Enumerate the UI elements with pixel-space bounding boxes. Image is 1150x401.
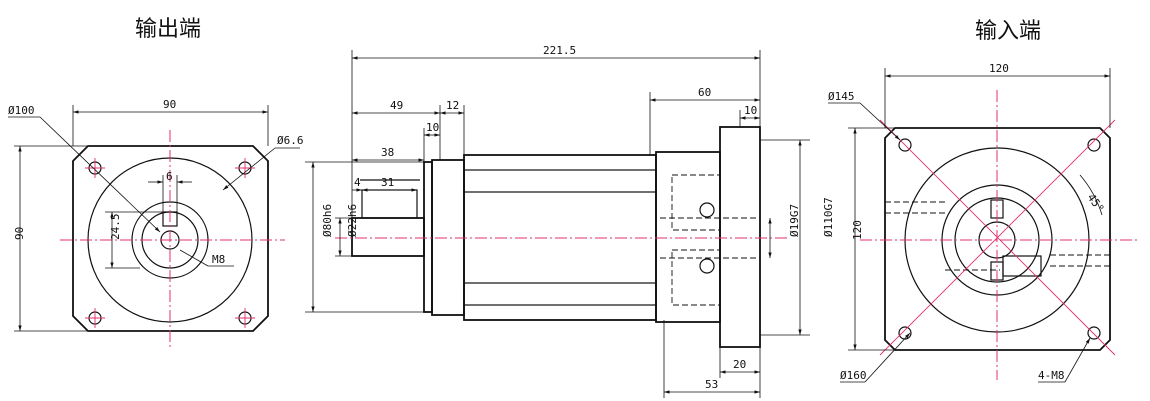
output-height-label: 90 [13, 227, 26, 240]
input-outer-label: Ø160 [840, 369, 867, 382]
output-thread-label: M8 [212, 253, 225, 266]
input-height-label: 120 [851, 220, 864, 240]
flange-depth-label: 20 [733, 358, 746, 371]
bore-label: Ø19G7 [788, 204, 801, 237]
output-hole-centers [85, 158, 255, 328]
input-end-view: 120 120 Ø145 Ø160 4-M8 45° [828, 62, 1140, 383]
pilot-length-label: 10 [426, 121, 439, 134]
output-width-label: 90 [163, 98, 176, 111]
shaft-key [361, 189, 418, 219]
output-flange-outline [72, 145, 269, 332]
input-dimension-lines [828, 68, 1111, 383]
clamp-screw-lower [699, 258, 715, 274]
body-lower-band [463, 282, 657, 306]
overall-length-label: 221.5 [543, 44, 576, 57]
clamp-screw-upper [699, 202, 715, 218]
input-spigot-label: Ø110G7 [822, 197, 835, 237]
side-dimension-lines [305, 50, 810, 398]
input-flange-side [719, 126, 761, 348]
shaft-length-label: 49 [390, 99, 403, 112]
input-pcd-label: Ø145 [828, 90, 855, 103]
side-view: 221.5 49 12 10 38 4 31 Ø80h6 Ø22h6 60 10… [305, 44, 835, 398]
input-hidden-lines [885, 201, 1110, 271]
input-end-title: 输入端 [975, 19, 1041, 44]
output-hole-label: Ø6.6 [277, 134, 304, 147]
output-key-height-label: 24.5 [109, 214, 122, 241]
input-length-label: 60 [698, 86, 711, 99]
clamp-block [1002, 255, 1042, 277]
input-width-label: 120 [989, 62, 1009, 75]
output-center-lines [60, 130, 285, 350]
output-shaft [351, 217, 425, 257]
key-offset-label: 4 [354, 176, 361, 189]
output-dimension-lines [8, 105, 300, 332]
clamp-upper [671, 174, 721, 231]
flange-thickness-label: 10 [744, 104, 757, 117]
output-end-view: 90 90 Ø100 Ø6.6 6 24.5 M8 [8, 98, 304, 350]
output-key-width-label: 6 [166, 170, 173, 183]
key-total-label: 38 [381, 146, 394, 159]
input-holes-label: 4-M8 [1038, 369, 1065, 382]
key-length-label: 31 [381, 176, 394, 189]
input-diagonals [879, 119, 1116, 356]
spigot-label: Ø80h6 [321, 204, 334, 237]
output-end-title: 输出端 [135, 17, 201, 42]
input-total-label: 53 [705, 378, 718, 391]
input-adapter [655, 151, 721, 323]
input-angle-label: 45° [1085, 191, 1107, 215]
input-mounting-holes [898, 138, 1101, 340]
shoulder-label: 12 [446, 99, 459, 112]
body-upper-band [463, 169, 657, 193]
shaft-diameter-label: Ø22h6 [346, 204, 359, 237]
output-pcd-label: Ø100 [8, 104, 35, 117]
output-pilot [423, 161, 433, 313]
